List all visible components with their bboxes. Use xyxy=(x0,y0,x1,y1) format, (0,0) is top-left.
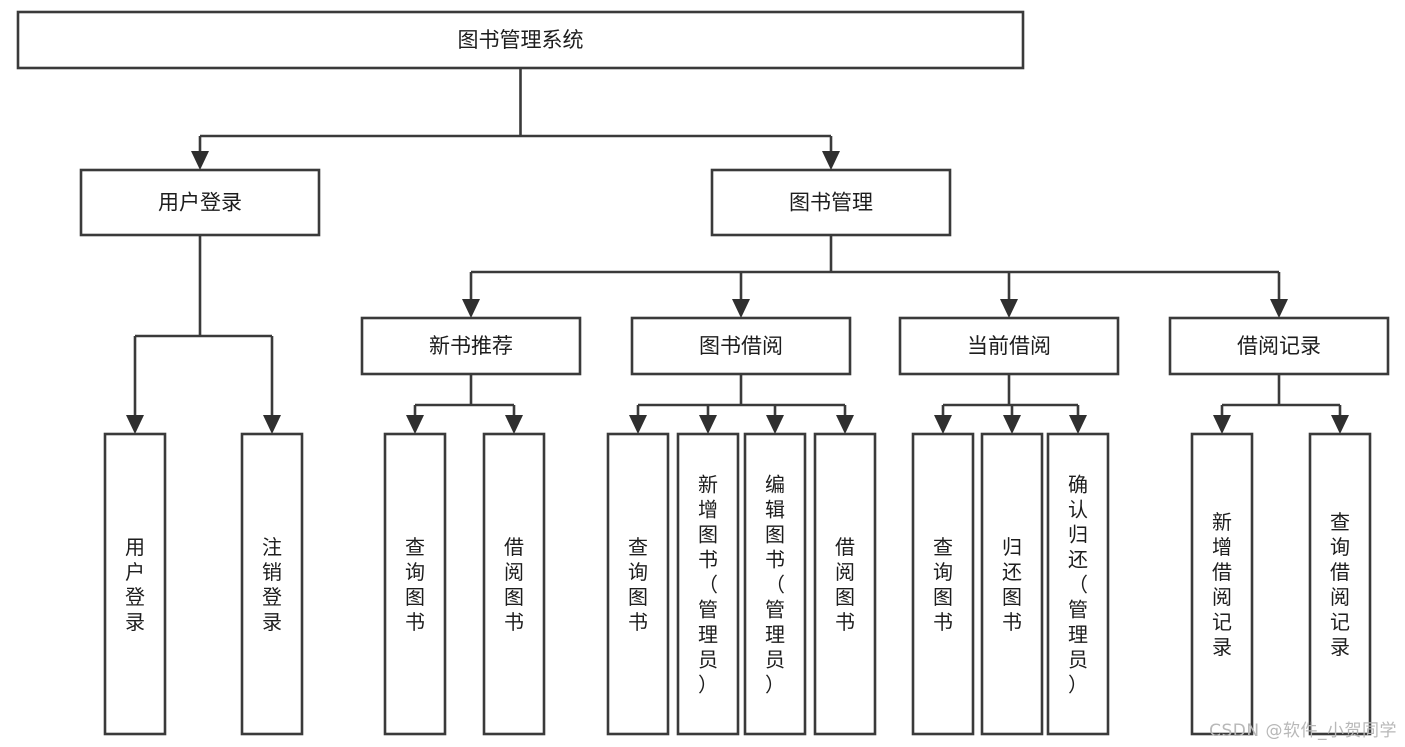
node-label: 查询图书 xyxy=(933,535,953,634)
leaf-node-查询图书-8[interactable]: 查询图书 xyxy=(911,432,975,736)
node-box xyxy=(743,432,807,736)
level2-node-当前借阅-2[interactable]: 当前借阅 xyxy=(898,316,1120,376)
arrow-head-icon xyxy=(1000,299,1018,318)
node-label: 确认归还（管理员） xyxy=(1068,473,1088,697)
node-box xyxy=(1168,316,1390,376)
arrow-head-icon xyxy=(699,415,717,434)
watermark-label: CSDN @软件_小贺同学 xyxy=(1209,721,1397,741)
level1-node-用户登录-0[interactable]: 用户登录 xyxy=(79,168,321,237)
node-label: 查询图书 xyxy=(628,535,648,634)
level2-node-新书推荐-0[interactable]: 新书推荐 xyxy=(360,316,582,376)
leaf-node-确认归还-管理员-10[interactable]: 确认归还（管理员） xyxy=(1046,432,1110,736)
arrow-head-icon xyxy=(462,299,480,318)
node-box xyxy=(1190,432,1254,736)
level1-node-图书管理-1[interactable]: 图书管理 xyxy=(710,168,952,237)
node-label: 图书管理系统 xyxy=(458,28,584,52)
arrow-head-icon xyxy=(126,415,144,434)
node-box xyxy=(240,432,304,736)
node-box xyxy=(16,10,1025,70)
arrow-head-icon xyxy=(191,151,209,170)
arrow-head-icon xyxy=(1213,415,1231,434)
node-label: 新书推荐 xyxy=(429,334,513,358)
node-label: 借阅记录 xyxy=(1237,334,1321,358)
node-box xyxy=(360,316,582,376)
node-box xyxy=(482,432,546,736)
node-label: 图书借阅 xyxy=(699,334,783,358)
node-label: 借阅图书 xyxy=(835,535,855,634)
leaf-node-查询图书-2[interactable]: 查询图书 xyxy=(383,432,447,736)
leaf-node-新增借阅记录-11[interactable]: 新增借阅记录 xyxy=(1190,432,1254,736)
leaf-node-查询图书-4[interactable]: 查询图书 xyxy=(606,432,670,736)
arrow-head-icon xyxy=(822,151,840,170)
connector-layer xyxy=(126,68,1349,434)
node-label: 注销登录 xyxy=(262,535,282,634)
node-label: 用户登录 xyxy=(125,535,145,634)
node-box xyxy=(676,432,740,736)
leaf-node-归还图书-9[interactable]: 归还图书 xyxy=(980,432,1044,736)
arrow-head-icon xyxy=(1003,415,1021,434)
node-box xyxy=(710,168,952,237)
node-box xyxy=(606,432,670,736)
leaf-node-编辑图书-管理员-6[interactable]: 编辑图书（管理员） xyxy=(743,432,807,736)
leaf-node-用户登录-0[interactable]: 用户登录 xyxy=(103,432,167,736)
arrow-head-icon xyxy=(629,415,647,434)
arrow-head-icon xyxy=(1331,415,1349,434)
node-layer: 图书管理系统用户登录图书管理新书推荐图书借阅当前借阅借阅记录用户登录注销登录查询… xyxy=(16,10,1390,736)
arrow-head-icon xyxy=(766,415,784,434)
root-node-图书管理系统-0[interactable]: 图书管理系统 xyxy=(16,10,1025,70)
node-box xyxy=(898,316,1120,376)
node-box xyxy=(1308,432,1372,736)
node-label: 编辑图书（管理员） xyxy=(765,473,785,697)
node-label: 新增图书（管理员） xyxy=(698,473,718,697)
node-box xyxy=(980,432,1044,736)
node-box xyxy=(1046,432,1110,736)
level2-node-借阅记录-3[interactable]: 借阅记录 xyxy=(1168,316,1390,376)
arrow-head-icon xyxy=(934,415,952,434)
arrow-head-icon xyxy=(836,415,854,434)
node-label: 查询借阅记录 xyxy=(1330,510,1350,659)
arrow-head-icon xyxy=(732,299,750,318)
arrow-head-icon xyxy=(1270,299,1288,318)
node-label: 当前借阅 xyxy=(967,334,1051,358)
node-box xyxy=(911,432,975,736)
node-label: 新增借阅记录 xyxy=(1212,510,1232,659)
leaf-node-借阅图书-7[interactable]: 借阅图书 xyxy=(813,432,877,736)
level2-node-图书借阅-1[interactable]: 图书借阅 xyxy=(630,316,852,376)
node-label: 借阅图书 xyxy=(504,535,524,634)
node-box xyxy=(103,432,167,736)
node-label: 图书管理 xyxy=(789,191,873,215)
node-box xyxy=(630,316,852,376)
node-label: 用户登录 xyxy=(158,191,242,215)
leaf-node-新增图书-管理员-5[interactable]: 新增图书（管理员） xyxy=(676,432,740,736)
node-box xyxy=(79,168,321,237)
arrow-head-icon xyxy=(1069,415,1087,434)
leaf-node-查询借阅记录-12[interactable]: 查询借阅记录 xyxy=(1308,432,1372,736)
node-label: 归还图书 xyxy=(1002,535,1022,634)
arrow-head-icon xyxy=(263,415,281,434)
arrow-head-icon xyxy=(505,415,523,434)
leaf-node-借阅图书-3[interactable]: 借阅图书 xyxy=(482,432,546,736)
node-label: 查询图书 xyxy=(405,535,425,634)
leaf-node-注销登录-1[interactable]: 注销登录 xyxy=(240,432,304,736)
node-box xyxy=(813,432,877,736)
node-box xyxy=(383,432,447,736)
arrow-head-icon xyxy=(406,415,424,434)
